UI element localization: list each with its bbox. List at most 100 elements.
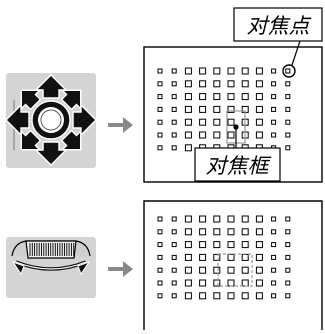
focus-point [285,81,291,87]
multi-selector-control [5,73,97,168]
focus-point [271,94,277,100]
focus-point [255,131,263,139]
focus-point [213,279,221,287]
focus-point [199,105,207,113]
focus-point [213,253,221,261]
focus-point [199,292,207,300]
focus-point-callout-box [233,7,323,42]
focus-point [171,280,177,286]
focus-point [227,279,235,287]
focus-point [199,253,207,261]
focus-point [213,228,221,236]
focus-point [184,67,192,75]
focus-point [184,253,192,261]
focus-point [184,105,192,113]
focus-point-label: 对焦点 [247,14,312,38]
focus-point [271,254,277,260]
focus-point [171,119,177,125]
focus-frame-callout-box [194,147,281,182]
focus-point [255,105,263,113]
multi-selector-icon [5,74,97,166]
focus-point [285,242,291,248]
focus-point [213,241,221,249]
focus-point [271,132,277,138]
focus-point [184,228,192,236]
focus-point [213,266,221,274]
focus-point [213,93,221,101]
focus-point [227,80,235,88]
focus-point [285,254,291,260]
focus-point [285,145,291,151]
focus-point [157,229,163,235]
focus-point [255,93,263,101]
focus-point [184,118,192,126]
focus-point [241,80,249,88]
focus-point [227,228,235,236]
focus-point-marker [282,64,296,78]
focus-point [213,292,221,300]
focus-point [241,215,249,223]
arrow-right-icon [108,117,133,133]
focus-point [199,228,207,236]
focus-point [171,81,177,87]
focus-point [241,67,249,75]
focus-point [241,228,249,236]
focus-point-grid-2 [157,215,291,300]
focus-point [227,266,235,274]
focus-point [184,292,192,300]
focus-point [171,216,177,222]
focus-point [184,266,192,274]
focus-point [255,215,263,223]
focus-point [157,280,163,286]
focus-point [157,132,163,138]
focus-point [255,292,263,300]
focus-point [213,215,221,223]
focus-point [199,67,207,75]
focus-point [227,241,235,249]
control-dial-control [6,237,96,298]
focus-point [199,241,207,249]
focus-point [213,67,221,75]
focus-point [285,119,291,125]
focus-point [157,254,163,260]
focus-point [255,253,263,261]
focus-point [285,68,291,74]
focus-point [255,80,263,88]
focus-point [285,280,291,286]
focus-point [157,106,163,112]
focus-point [255,67,263,75]
focus-point [285,132,291,138]
focus-point [255,279,263,287]
focus-point [227,215,235,223]
focus-point [255,228,263,236]
focus-point [271,81,277,87]
focus-point [227,253,235,261]
focus-point [255,118,263,126]
focus-point [241,292,249,300]
focus-point [271,242,277,248]
focus-point [184,80,192,88]
focus-point [199,266,207,274]
focus-point [255,241,263,249]
focus-point-leader [291,40,301,66]
focus-point [171,132,177,138]
focus-point [255,266,263,274]
focus-point [157,216,163,222]
focus-point [213,131,221,139]
focus-point [227,292,235,300]
focus-point [271,68,277,74]
focus-point [184,131,192,139]
focus-point [227,93,235,101]
focus-point [157,145,163,151]
focus-point [171,229,177,235]
focus-point [171,68,177,74]
focus-point [157,242,163,248]
focus-point [199,131,207,139]
focus-point [184,279,192,287]
focus-point [285,216,291,222]
focus-point [184,144,192,152]
arrow-right-icon [108,261,133,277]
focus-point [213,80,221,88]
focus-point [285,229,291,235]
